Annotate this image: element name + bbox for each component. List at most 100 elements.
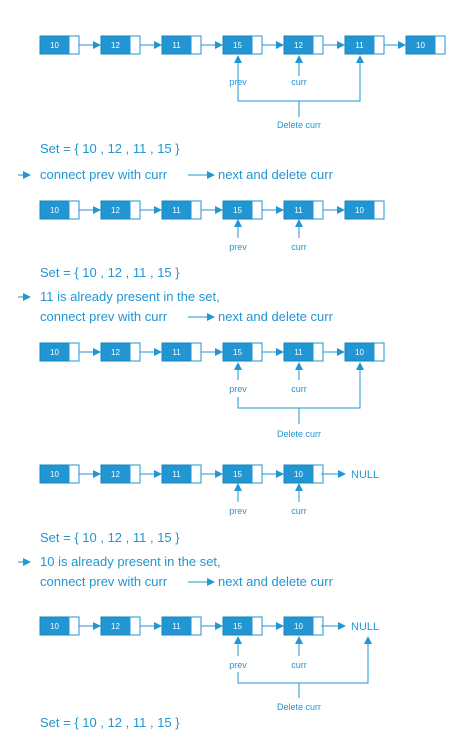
prev-label: prev	[229, 660, 247, 670]
set-text-3: Set = { 10 , 12 , 11 , 15 }	[40, 530, 180, 545]
node-pointer-box	[129, 616, 141, 636]
node-value: 10	[416, 41, 425, 50]
annotation-group-1: prev curr Delete curr	[229, 55, 364, 130]
list-node: 15	[222, 200, 263, 220]
node-value: 12	[111, 622, 120, 631]
node-value: 10	[355, 206, 364, 215]
node-value: 15	[233, 470, 242, 479]
node-pointer-box	[251, 35, 263, 55]
list-node: 11	[344, 35, 385, 55]
list-node: 11	[161, 464, 202, 484]
node-value: 11	[172, 622, 181, 631]
null-label: NULL	[351, 621, 379, 633]
node-value: 12	[111, 470, 120, 479]
list-node: 10	[283, 616, 324, 636]
node-value: 12	[111, 348, 120, 357]
list-node: 11	[161, 342, 202, 362]
annotation-group-4: NULL prev curr	[229, 469, 379, 516]
node-pointer-box	[251, 342, 263, 362]
list-node: 12	[100, 35, 141, 55]
step-1-text: connect prev with curr next and delete c…	[18, 167, 334, 182]
node-value: 11	[294, 348, 303, 357]
delete-curr-label: Delete curr	[277, 120, 321, 130]
prev-label: prev	[229, 384, 247, 394]
node-value: 11	[172, 206, 181, 215]
list-node: 11	[161, 616, 202, 636]
prev-label: prev	[229, 77, 247, 87]
linked-list-3: 10 12 11 15 11 10	[39, 342, 385, 362]
step-2-text: 11 is already present in the set, connec…	[18, 289, 334, 324]
delete-curr-label: Delete curr	[277, 429, 321, 439]
node-value: 10	[50, 470, 59, 479]
set-text-1: Set = { 10 , 12 , 11 , 15 }	[40, 141, 180, 156]
list-node: 15	[222, 342, 263, 362]
node-value: 12	[294, 41, 303, 50]
step-1-line-1: connect prev with curr	[40, 167, 168, 182]
annotation-group-2: prev curr	[229, 219, 307, 252]
node-pointer-box	[312, 35, 324, 55]
node-pointer-box	[373, 200, 385, 220]
step-2-line-2: connect prev with curr	[40, 309, 168, 324]
list-node: 15	[222, 464, 263, 484]
node-pointer-box	[373, 35, 385, 55]
node-value: 10	[294, 622, 303, 631]
annotation-group-3: prev curr Delete curr	[229, 362, 364, 439]
delete-connector	[237, 636, 372, 684]
list-node: 15	[222, 616, 263, 636]
list-node: 12	[100, 200, 141, 220]
step-2-line-2-tail: next and delete curr	[218, 309, 334, 324]
node-pointer-box	[68, 464, 80, 484]
curr-label: curr	[291, 77, 307, 87]
list-node: 11	[161, 200, 202, 220]
node-pointer-box	[68, 35, 80, 55]
list-node: 10	[283, 464, 324, 484]
node-value: 10	[50, 206, 59, 215]
node-pointer-box	[129, 342, 141, 362]
list-node: 10	[344, 200, 385, 220]
node-pointer-box	[129, 35, 141, 55]
list-node: 10	[39, 200, 80, 220]
list-node: 11	[283, 342, 324, 362]
node-pointer-box	[129, 464, 141, 484]
list-node: 12	[100, 616, 141, 636]
set-text-2: Set = { 10 , 12 , 11 , 15 }	[40, 265, 180, 280]
node-value: 15	[233, 206, 242, 215]
prev-label: prev	[229, 506, 247, 516]
node-pointer-box	[190, 342, 202, 362]
linked-list-1: 10 12 11 15 12 11 10	[39, 35, 446, 55]
curr-label: curr	[291, 242, 307, 252]
prev-label: prev	[229, 242, 247, 252]
curr-label: curr	[291, 506, 307, 516]
node-pointer-box	[312, 200, 324, 220]
step-1-line-1-tail: next and delete curr	[218, 167, 334, 182]
step-3-line-1: 10 is already present in the set,	[40, 554, 221, 569]
node-pointer-box	[190, 200, 202, 220]
linked-list-5: 10 12 11 15 10	[39, 616, 324, 636]
node-pointer-box	[434, 35, 446, 55]
node-value: 11	[172, 470, 181, 479]
node-value: 10	[355, 348, 364, 357]
curr-label: curr	[291, 660, 307, 670]
step-3-line-2: connect prev with curr	[40, 574, 168, 589]
list-node: 12	[100, 464, 141, 484]
node-pointer-box	[373, 342, 385, 362]
list-node: 10	[39, 342, 80, 362]
node-value: 15	[233, 41, 242, 50]
node-value: 10	[50, 41, 59, 50]
delete-curr-label: Delete curr	[277, 702, 321, 712]
node-value: 15	[233, 348, 242, 357]
node-value: 15	[233, 622, 242, 631]
node-pointer-box	[312, 342, 324, 362]
node-value: 11	[172, 41, 181, 50]
node-value: 10	[50, 622, 59, 631]
node-value: 12	[111, 206, 120, 215]
list-node: 10	[39, 35, 80, 55]
node-pointer-box	[190, 464, 202, 484]
node-value: 10	[294, 470, 303, 479]
step-2-line-1: 11 is already present in the set,	[40, 289, 220, 304]
node-pointer-box	[251, 464, 263, 484]
node-pointer-box	[68, 200, 80, 220]
node-value: 10	[50, 348, 59, 357]
